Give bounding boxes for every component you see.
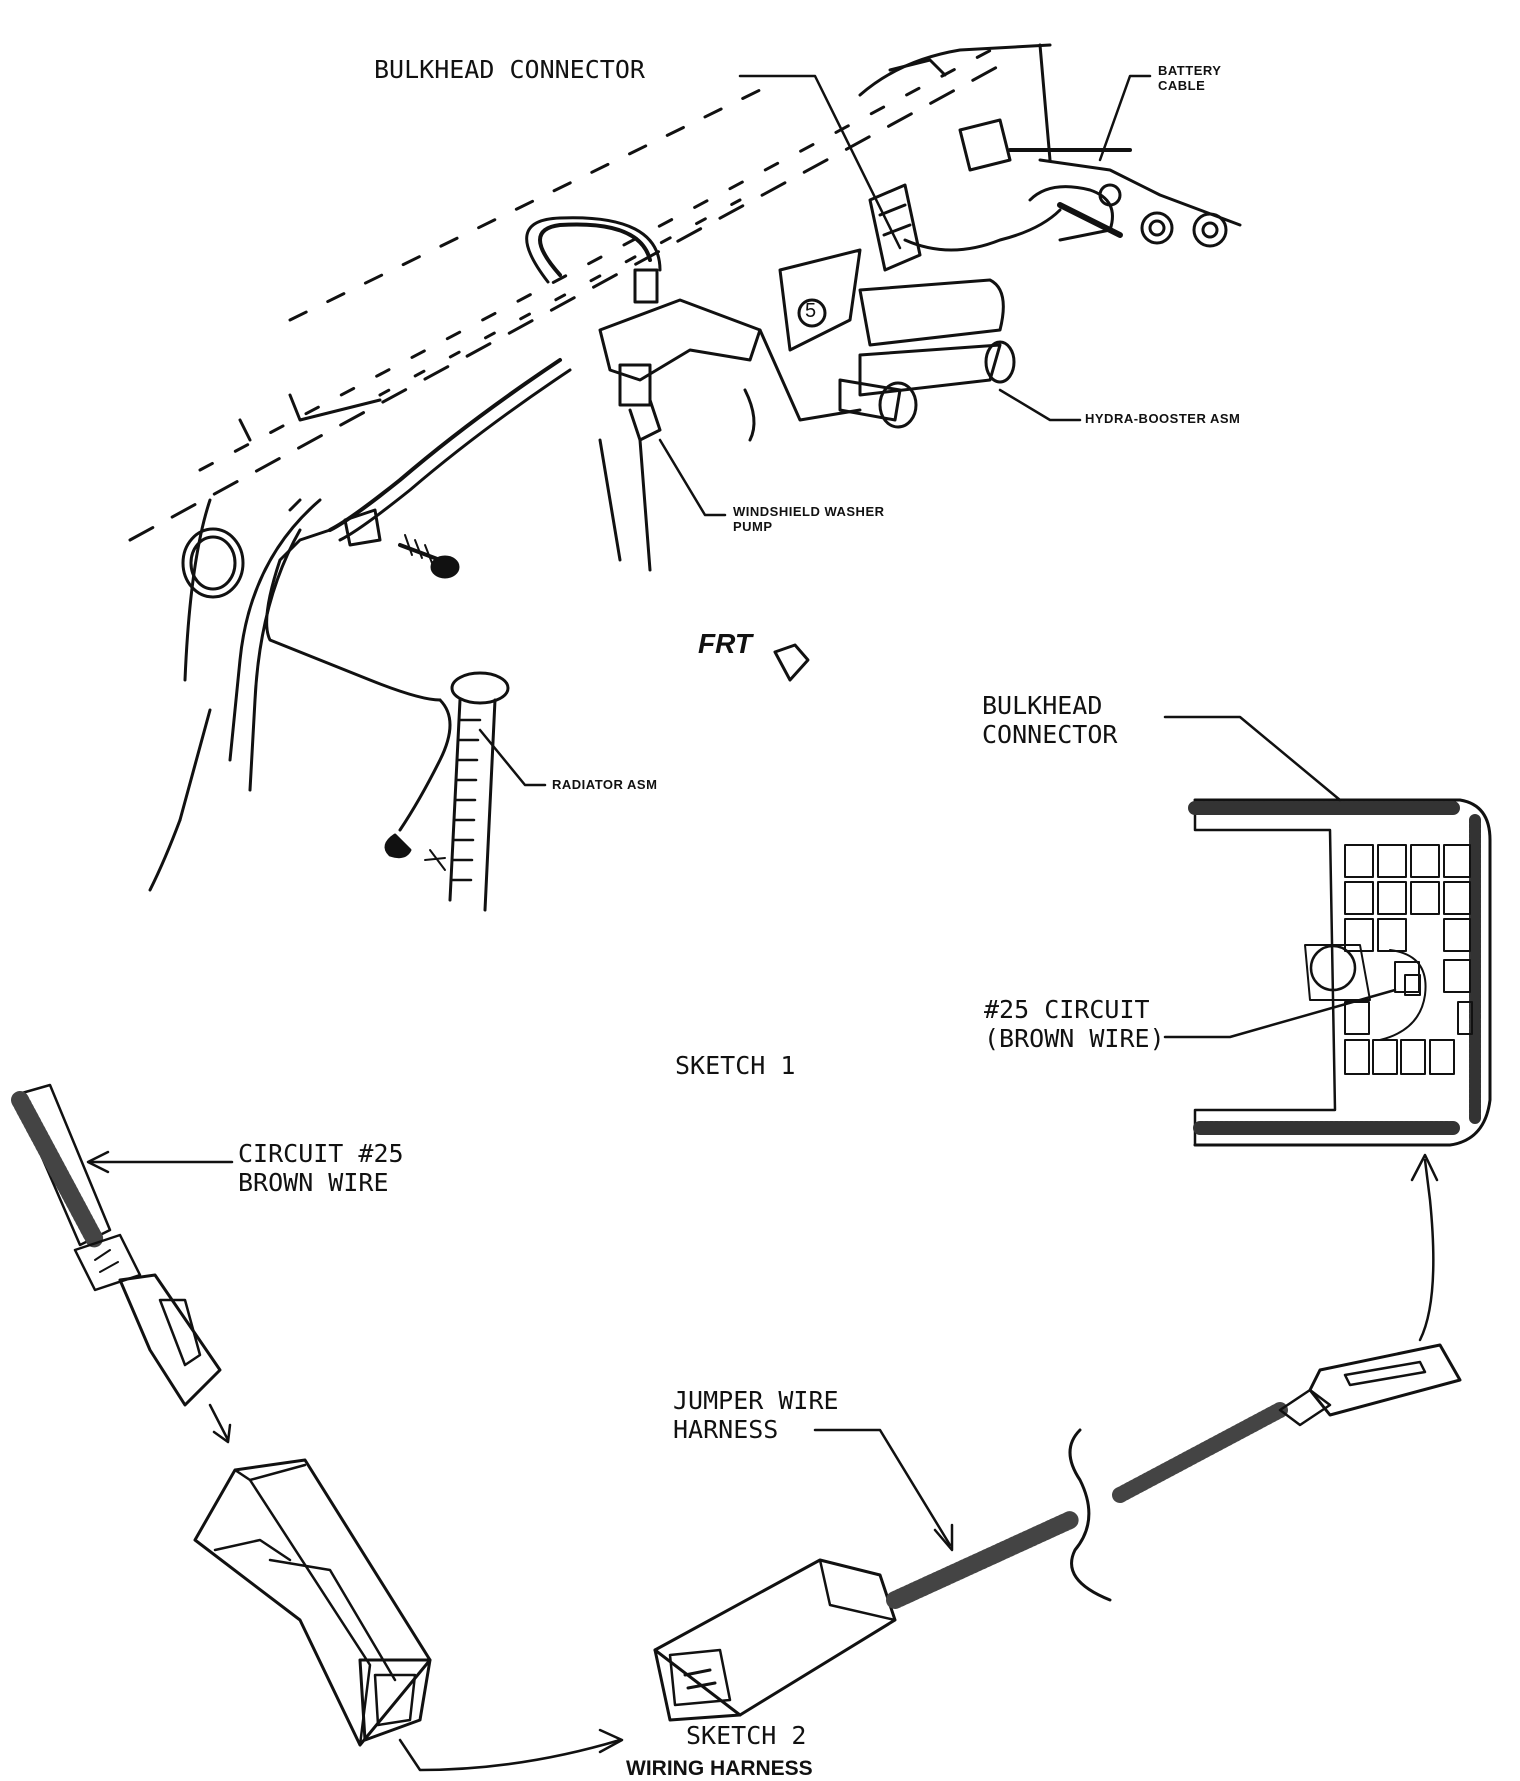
label-hydra-booster: HYDRA-BOOSTER ASM bbox=[1085, 411, 1241, 426]
fender-and-firewall-outline bbox=[128, 38, 1052, 892]
washer-pump-bracket bbox=[598, 268, 762, 442]
label-jumper-wire-harness: JUMPER WIRE HARNESS bbox=[673, 1386, 839, 1444]
label-radiator: RADIATOR ASM bbox=[552, 777, 658, 792]
front-direction-arrow bbox=[773, 643, 810, 682]
mate-arrow bbox=[398, 1728, 624, 1772]
fender-grommet bbox=[181, 527, 245, 599]
connector-housing-left bbox=[193, 1458, 432, 1747]
hydra-booster-assembly bbox=[758, 248, 1016, 429]
male-terminal-right bbox=[1308, 1343, 1462, 1417]
leader-lines-detail bbox=[1163, 715, 1397, 1039]
label-sketch-2: SKETCH 2 bbox=[686, 1721, 807, 1750]
label-circuit-25-brown-wire: #25 CIRCUIT (BROWN WIRE) bbox=[984, 995, 1165, 1053]
callout-number-5: 5 bbox=[805, 300, 817, 322]
leader-jumper bbox=[813, 1428, 954, 1552]
leader-lines-sketch1 bbox=[478, 74, 1152, 787]
mounting-bolt bbox=[398, 534, 460, 579]
bulkhead-connector-detail bbox=[1188, 798, 1492, 1147]
radiator-assembly bbox=[384, 671, 510, 912]
wire-harness-sketch1 bbox=[265, 216, 662, 832]
label-washer-pump: WINDSHIELD WASHER PUMP bbox=[733, 504, 885, 534]
label-bulkhead-connector-top: BULKHEAD CONNECTOR bbox=[374, 55, 645, 84]
leader-circuit-left bbox=[86, 1150, 234, 1174]
label-battery-cable: BATTERY CABLE bbox=[1158, 63, 1222, 93]
arrow-to-connector bbox=[208, 1403, 232, 1444]
female-terminal-left bbox=[118, 1273, 222, 1407]
brown-wire-circuit-25 bbox=[11, 1083, 142, 1292]
battery-cable-assembly bbox=[958, 118, 1242, 248]
insert-arrow-up bbox=[1410, 1153, 1439, 1342]
diagram-caption: WIRING HARNESS bbox=[626, 1757, 813, 1780]
label-circuit-25-left: CIRCUIT #25 BROWN WIRE bbox=[238, 1139, 404, 1197]
label-sketch-1: SKETCH 1 bbox=[675, 1051, 796, 1080]
jumper-connector bbox=[653, 1558, 897, 1722]
label-frt: FRT bbox=[698, 628, 752, 659]
jumper-wire bbox=[886, 1388, 1332, 1609]
label-bulkhead-connector-right: BULKHEAD CONNECTOR bbox=[982, 691, 1118, 749]
